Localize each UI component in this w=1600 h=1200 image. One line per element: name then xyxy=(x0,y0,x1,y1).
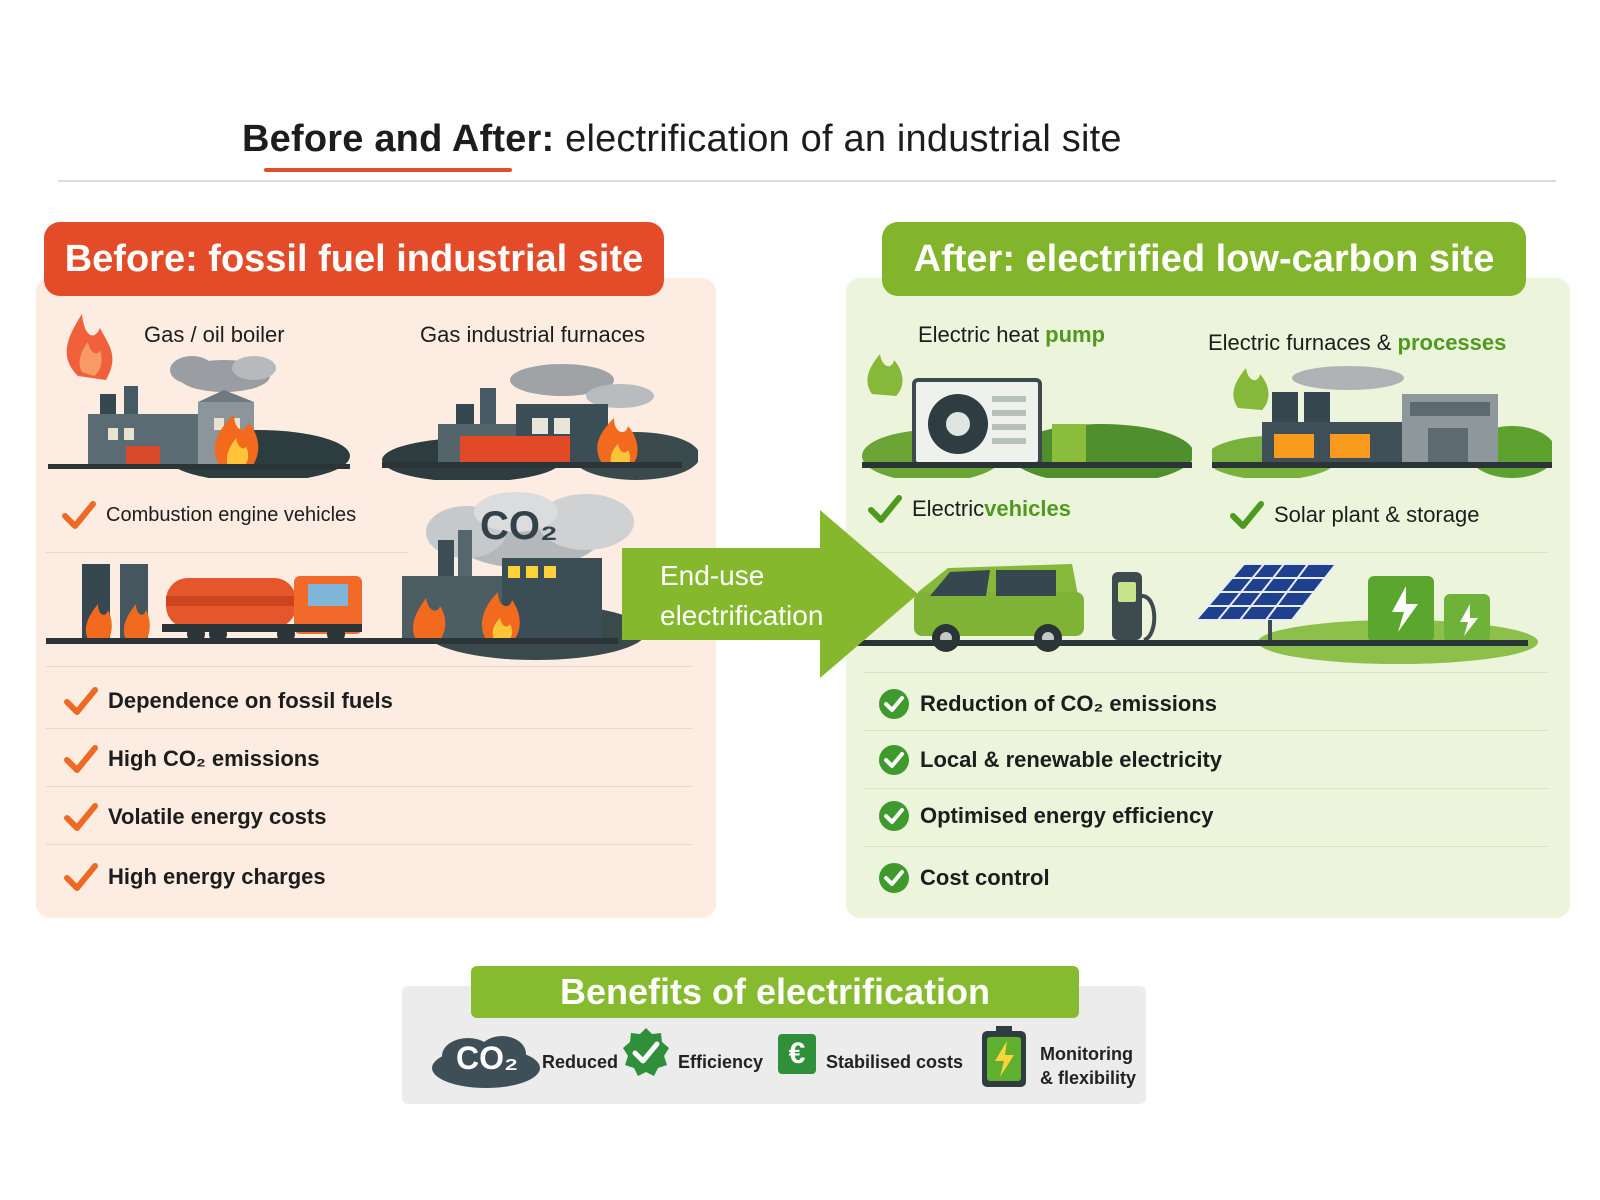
co2-cloud-benefit-icon xyxy=(432,1036,540,1088)
orange-check-icon xyxy=(62,501,96,529)
euro-icon: € xyxy=(778,1034,816,1074)
divider xyxy=(864,552,1548,553)
orange-check-icon xyxy=(64,803,98,831)
solar-storage-item: Solar plant & storage xyxy=(1230,500,1479,530)
orange-check-icon xyxy=(64,745,98,773)
page-title-bold: Before and After: xyxy=(242,118,555,160)
fuel-tanks-icon xyxy=(82,564,150,640)
efficiency-check-icon xyxy=(623,1028,669,1076)
gas-boiler-label: Gas / oil boiler xyxy=(144,322,285,347)
fuel-truck-icon xyxy=(162,576,362,643)
benefits-heading: Benefits of electrification xyxy=(471,966,1079,1018)
before-point-3: Volatile energy costs xyxy=(64,802,326,832)
title-divider xyxy=(58,180,1556,182)
divider xyxy=(46,786,692,787)
divider xyxy=(46,728,692,729)
battery-bolt-icon xyxy=(982,1026,1026,1087)
after-point-4: Cost control xyxy=(878,862,1050,894)
gas-furnaces-illustration xyxy=(382,364,698,480)
before-heading: Before: fossil fuel industrial site xyxy=(44,222,664,296)
heat-pump-illustration xyxy=(862,354,1192,478)
divider xyxy=(864,730,1548,731)
heat-pump-label: Electric heat pump xyxy=(918,322,1106,347)
electric-van-icon xyxy=(914,564,1084,652)
benefit-reduced: Reduced xyxy=(542,1052,619,1072)
before-point-2: High CO₂ emissions xyxy=(64,744,319,774)
solar-panel-icon xyxy=(1193,563,1339,644)
combustion-vehicles-item: Combustion engine vehicles xyxy=(62,500,356,530)
green-flame-icon xyxy=(1233,368,1269,410)
boiler-fire-icon xyxy=(214,414,259,466)
divider xyxy=(864,846,1548,847)
benefit-monitoring: Monitoring & flexibility xyxy=(1040,1044,1137,1088)
page-title-rest: electrification of an industrial site xyxy=(554,118,1122,160)
after-point-1: Reduction of CO₂ emissions xyxy=(878,688,1217,720)
green-check-circle-icon xyxy=(879,689,909,719)
title-accent-underline xyxy=(264,168,512,172)
after-point-2: Local & renewable electricity xyxy=(878,744,1222,776)
combustion-vehicles-label: Combustion engine vehicles xyxy=(106,503,357,526)
divider xyxy=(864,672,1548,673)
green-check-circle-icon xyxy=(879,801,909,831)
before-point-1: Dependence on fossil fuels xyxy=(64,686,393,716)
arrow-label: End-use electrification xyxy=(660,560,824,631)
divider xyxy=(46,844,692,845)
benefit-efficiency: Efficiency xyxy=(678,1052,764,1072)
gas-furnaces-label: Gas industrial furnaces xyxy=(420,322,645,347)
co2-cloud-icon xyxy=(426,492,634,568)
electric-furnaces-illustration xyxy=(1212,366,1552,478)
electric-furnaces-label: Electric furnaces & processes xyxy=(1208,330,1507,355)
green-check-circle-icon xyxy=(879,863,909,893)
electric-vehicles-item: Electric vehicles xyxy=(868,494,1071,524)
combustion-scene-illustration xyxy=(46,492,646,660)
clean-energy-scene-illustration xyxy=(858,563,1538,664)
green-check-circle-icon xyxy=(879,745,909,775)
benefit-stabilised-costs: Stabilised costs xyxy=(826,1052,964,1072)
gas-boiler-illustration xyxy=(48,314,350,478)
orange-check-icon xyxy=(64,687,98,715)
page-title: Before and After: electrification of an … xyxy=(242,118,1122,161)
charging-station-icon xyxy=(1112,572,1157,642)
green-check-icon xyxy=(868,495,902,523)
electrification-arrow xyxy=(622,510,918,678)
after-heading: After: electrified low-carbon site xyxy=(882,222,1526,296)
divider xyxy=(46,552,408,553)
co2-label: CO₂ xyxy=(480,504,558,548)
battery-storage-icon xyxy=(1368,576,1490,642)
divider xyxy=(864,788,1548,789)
boiler-flame-icon xyxy=(66,314,113,380)
fossil-factory-icon xyxy=(402,530,646,660)
co2-benefit-icon-text: CO₂ xyxy=(456,1040,519,1076)
after-point-3: Optimised energy efficiency xyxy=(878,800,1213,832)
green-check-icon xyxy=(1230,501,1264,529)
before-point-4: High energy charges xyxy=(64,862,326,892)
divider xyxy=(46,666,692,667)
green-flame-icon xyxy=(867,354,903,396)
furnace-fire-icon xyxy=(597,418,638,466)
orange-check-icon xyxy=(64,863,98,891)
